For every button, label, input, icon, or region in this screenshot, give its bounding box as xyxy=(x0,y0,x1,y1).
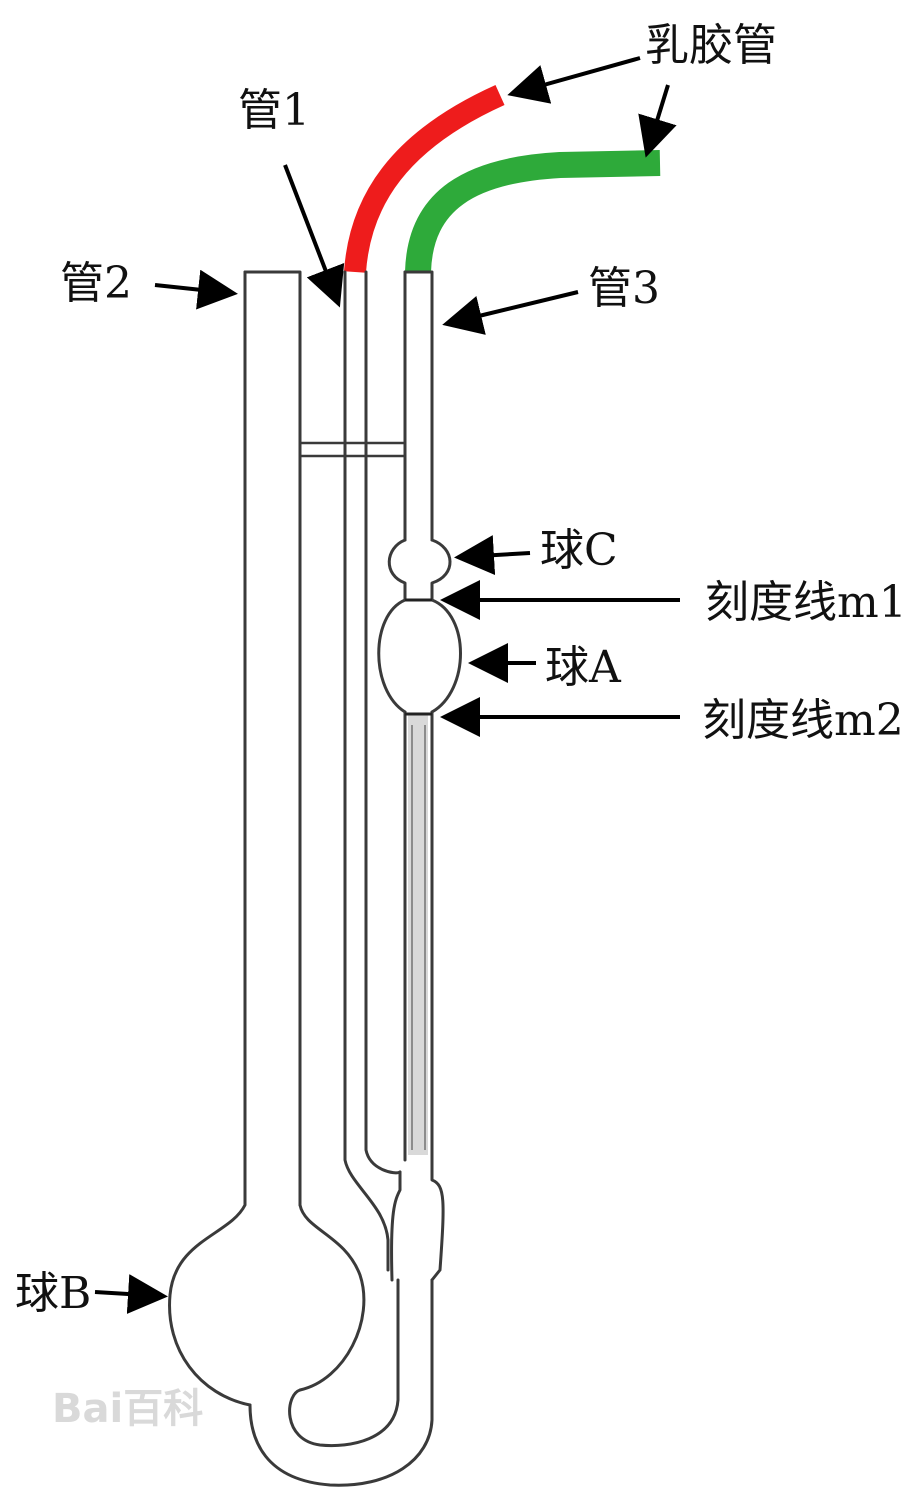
label-mark-m2: 刻度线m2 xyxy=(702,695,904,746)
label-tube-2: 管2 xyxy=(60,258,132,309)
tube-3-glass xyxy=(377,270,462,1282)
arrow-bulb-c xyxy=(454,535,531,576)
rubber-tube-red xyxy=(344,84,505,273)
cross-brace xyxy=(298,441,407,458)
capillary-fill xyxy=(408,715,428,1155)
bulb-b-glass xyxy=(248,1278,434,1487)
label-bulb-b: 球B xyxy=(15,1268,91,1319)
label-mark-m1: 刻度线m1 xyxy=(705,577,907,628)
tube-2-glass xyxy=(168,270,366,1407)
label-rubber-tube: 乳胶管 xyxy=(645,20,777,71)
label-tube-1: 管1 xyxy=(238,85,310,136)
label-bulb-a: 球A xyxy=(545,642,622,693)
arrow-tube-3 xyxy=(442,290,579,335)
arrow-rubber-green xyxy=(638,84,677,158)
label-tube-3: 管3 xyxy=(588,263,660,314)
tube-1-glass xyxy=(343,270,402,1272)
arrow-bulb-b xyxy=(94,1274,168,1314)
rubber-tube-green xyxy=(405,150,661,273)
arrow-tube-2 xyxy=(154,269,238,310)
arrow-rubber-red xyxy=(507,56,641,104)
label-bulb-c: 球C xyxy=(540,525,618,576)
watermark: Bai百科 xyxy=(52,1386,203,1432)
arrow-tube-1 xyxy=(283,164,345,308)
